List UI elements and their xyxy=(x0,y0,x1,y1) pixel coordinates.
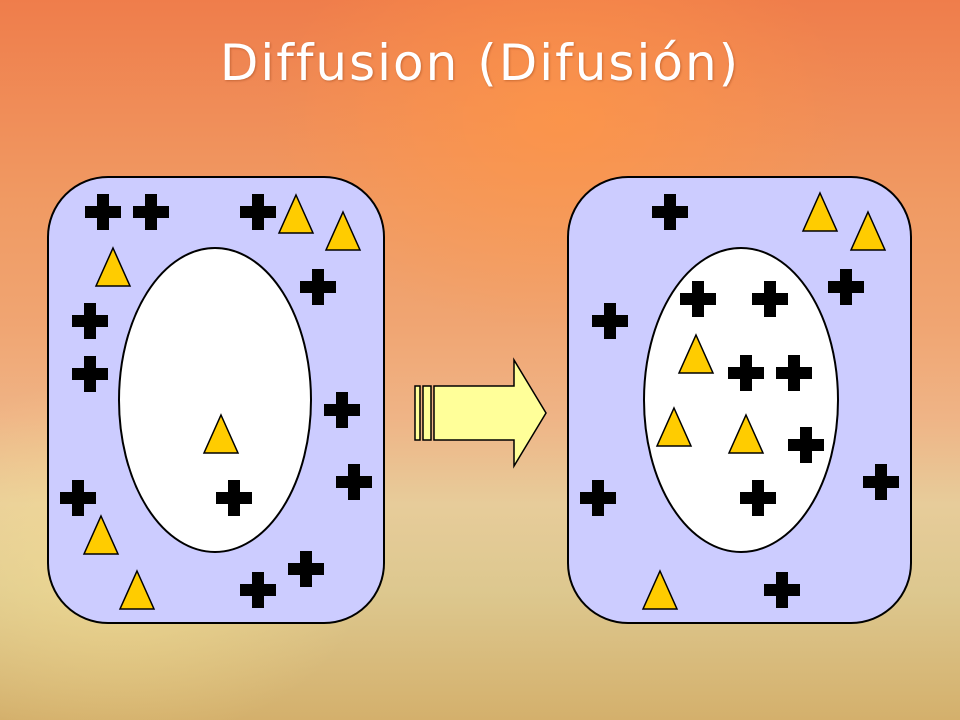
triangle-particle xyxy=(202,413,240,454)
triangle-particle xyxy=(801,191,839,232)
arrow-body xyxy=(433,357,547,469)
plus-particle xyxy=(72,356,108,392)
plus-particle xyxy=(72,303,108,339)
cell-before xyxy=(47,176,385,624)
plus-particle xyxy=(752,281,788,317)
cell-before-nucleus xyxy=(118,247,312,553)
plus-particle xyxy=(324,392,360,428)
triangle-particle xyxy=(94,246,132,287)
triangle-particle xyxy=(82,514,120,555)
triangle-particle xyxy=(118,569,156,610)
plus-particle xyxy=(728,355,764,391)
triangle-particle xyxy=(655,406,693,447)
plus-particle xyxy=(828,269,864,305)
triangle-particle xyxy=(849,210,887,251)
plus-particle xyxy=(216,480,252,516)
triangle-particle xyxy=(277,193,315,234)
slide-title: Diffusion (Difusión) xyxy=(219,34,741,92)
plus-particle xyxy=(740,480,776,516)
plus-particle xyxy=(776,355,812,391)
plus-particle xyxy=(680,281,716,317)
triangle-particle xyxy=(324,210,362,251)
plus-particle xyxy=(240,194,276,230)
triangle-particle xyxy=(641,569,679,610)
plus-particle xyxy=(85,194,121,230)
plus-particle xyxy=(580,480,616,516)
plus-particle xyxy=(300,269,336,305)
arrow-stripe xyxy=(414,385,421,441)
plus-particle xyxy=(863,464,899,500)
arrow-stripe xyxy=(422,385,432,441)
plus-particle xyxy=(288,551,324,587)
cell-after xyxy=(567,176,912,624)
triangle-particle xyxy=(677,333,715,374)
plus-particle xyxy=(133,194,169,230)
plus-particle xyxy=(240,572,276,608)
plus-particle xyxy=(592,303,628,339)
plus-particle xyxy=(60,480,96,516)
plus-particle xyxy=(788,427,824,463)
plus-particle xyxy=(764,572,800,608)
cell-after-nucleus xyxy=(643,247,839,553)
plus-particle xyxy=(336,464,372,500)
triangle-particle xyxy=(727,413,765,454)
plus-particle xyxy=(652,194,688,230)
right-arrow xyxy=(414,357,547,469)
